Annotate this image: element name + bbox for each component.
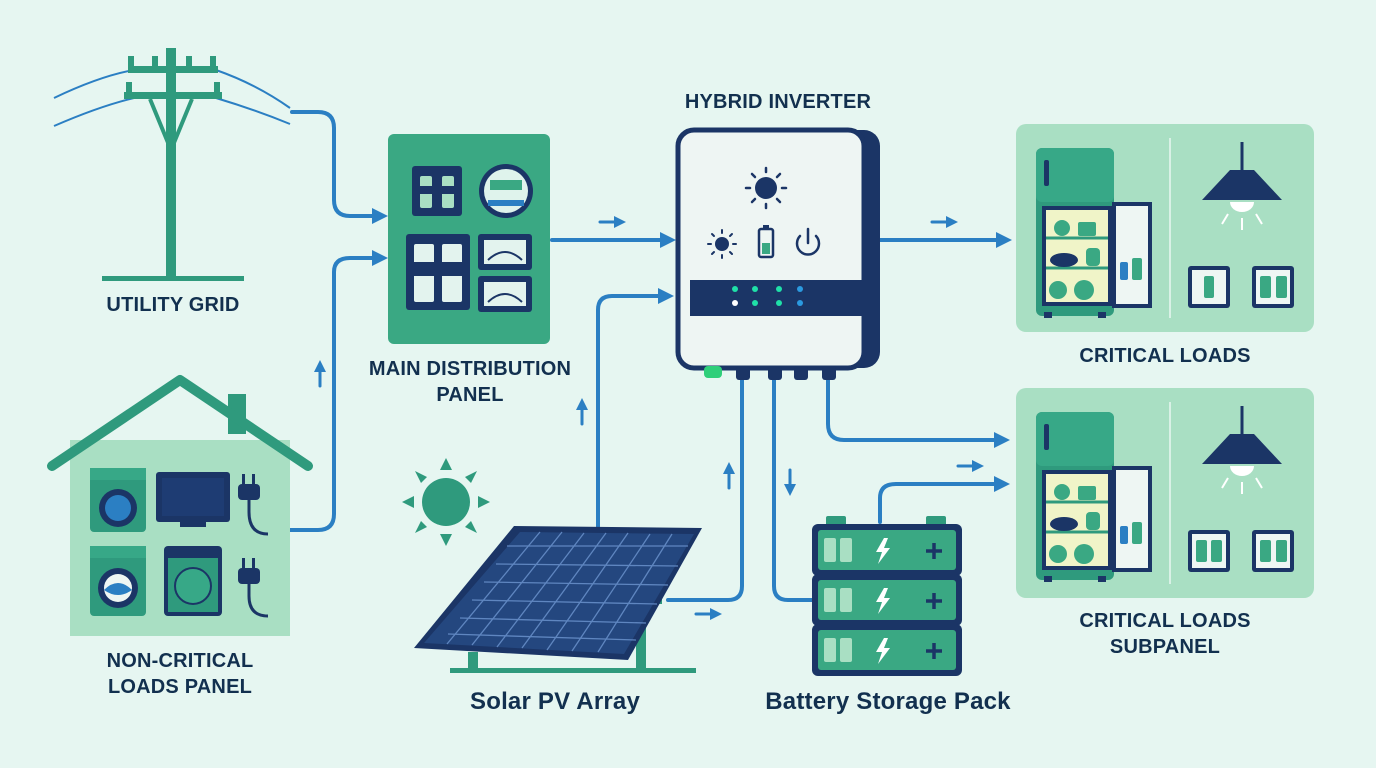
main-panel-label: MAIN DISTRIBUTION PANEL [350, 356, 590, 408]
light-switch-icon [1252, 530, 1294, 572]
refrigerator-icon [1036, 412, 1152, 582]
power-icon [795, 227, 821, 256]
light-switch-icon [1188, 530, 1230, 572]
flow-house-to-panel [288, 250, 388, 532]
main-panel-label-line1: MAIN DISTRIBUTION [368, 358, 572, 380]
power-flow-lines [288, 110, 1012, 602]
lightning-icon [876, 538, 890, 564]
solar-panel-icon [414, 526, 702, 673]
light-switch-icon [1252, 266, 1294, 308]
washing-machine-icon [90, 468, 146, 532]
light-switch-icon [1188, 266, 1230, 308]
critical-subpanel-label-line1: CRITICAL LOADS [1079, 610, 1251, 632]
battery-pack-icon [812, 516, 962, 676]
flow-grid-to-panel [290, 110, 388, 224]
washing-machine-icon [90, 546, 146, 616]
flow-inverter-to-subpanel [826, 376, 1010, 448]
distribution-panel-icon [388, 134, 550, 344]
refrigerator-icon [1036, 148, 1152, 318]
sun-icon [707, 229, 737, 259]
ceiling-lamp-icon [1202, 406, 1282, 494]
main-panel-label-line2: PANEL [436, 384, 504, 406]
noncritical-panel-label: NON-CRITICAL LOADS PANEL [70, 648, 290, 700]
tv-icon [156, 472, 230, 527]
flow-battery-to-subpanel [878, 476, 1010, 524]
solar-array-label: Solar PV Array [470, 688, 640, 715]
critical-loads-box [1016, 124, 1314, 332]
battery-module [812, 574, 962, 626]
plus-icon [926, 593, 942, 609]
utility-grid-label: UTILITY GRID [106, 294, 240, 316]
flow-solar-to-inverter-bus [666, 374, 744, 602]
flow-inverter-to-battery [772, 374, 814, 602]
ceiling-lamp-icon [1202, 142, 1282, 230]
hybrid-inverter-icon [675, 127, 880, 380]
battery-pack-label: Battery Storage Pack [765, 688, 1011, 715]
plus-icon [926, 643, 942, 659]
plug-icon [238, 474, 269, 536]
critical-subpanel-box [1016, 388, 1314, 598]
hybrid-inverter-label: HYBRID INVERTER [684, 91, 872, 113]
critical-loads-label: CRITICAL LOADS [1079, 345, 1251, 367]
utility-pole-icon [53, 48, 291, 281]
sun-icon [402, 458, 490, 546]
critical-subpanel-label-line2: SUBPANEL [1109, 636, 1221, 658]
lightning-icon [876, 638, 890, 664]
plus-icon [926, 543, 942, 559]
noncritical-panel-label-line1: NON-CRITICAL [106, 650, 254, 672]
noncritical-panel-label-line2: LOADS PANEL [107, 676, 253, 698]
plug-icon [238, 558, 269, 618]
battery-module [812, 624, 962, 676]
battery-icon [757, 225, 775, 259]
flow-solar-to-inverter [596, 288, 674, 530]
sun-icon [744, 166, 788, 210]
battery-module [812, 524, 962, 576]
lightning-icon [876, 588, 890, 614]
direction-arrows [314, 216, 984, 620]
house-icon [47, 375, 313, 636]
critical-subpanel-label: CRITICAL LOADS SUBPANEL [1050, 608, 1280, 660]
dryer-icon [164, 546, 222, 616]
